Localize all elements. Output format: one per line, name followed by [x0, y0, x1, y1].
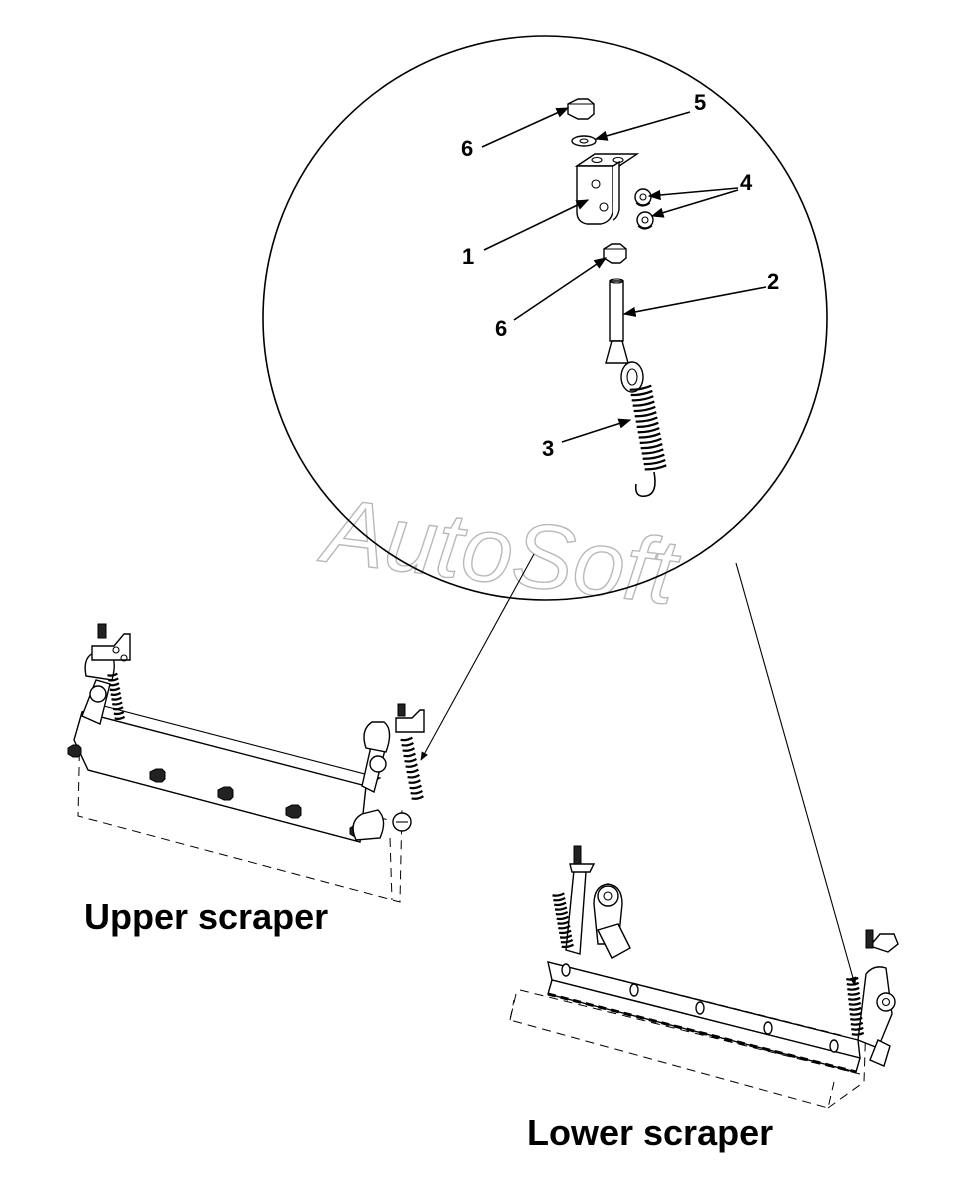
- spring-coil: [633, 405, 656, 413]
- callout-6-middle: 6: [495, 316, 507, 341]
- spring-coil: [560, 938, 574, 944]
- spring-coil: [638, 432, 661, 439]
- spring-coil: [849, 1011, 863, 1016]
- callout-2: 2: [767, 269, 779, 294]
- spring-coil: [554, 906, 568, 911]
- spring-coil: [635, 416, 658, 423]
- spring-coil: [407, 773, 420, 779]
- upper-scraper-assembly: [67, 623, 425, 903]
- spring-coil: [558, 929, 572, 935]
- spring-coil: [629, 384, 652, 391]
- spring-coil: [561, 943, 575, 949]
- bracket: [574, 153, 640, 225]
- nut-top: [567, 98, 595, 120]
- spring-coil: [400, 736, 413, 742]
- spring-coil: [405, 763, 418, 768]
- spring-coil: [558, 924, 571, 930]
- spring-hook: [634, 471, 656, 498]
- spring-coil: [552, 892, 565, 897]
- spring-coil: [636, 421, 659, 428]
- spring-coil: [559, 934, 573, 939]
- spring-coil: [555, 910, 569, 916]
- leader-to-lower: [735, 562, 857, 986]
- spring-coil: [553, 896, 566, 902]
- callout-5: 5: [694, 90, 706, 115]
- callout-1: 1: [462, 244, 474, 269]
- spring-coil: [111, 701, 123, 706]
- spring-coil: [553, 901, 567, 907]
- callout-3: 3: [542, 436, 554, 461]
- spring-coil: [404, 757, 417, 763]
- spring-coil: [411, 795, 424, 800]
- spring-coil: [109, 687, 121, 692]
- spring-coil: [851, 1031, 865, 1036]
- detail-circle: [262, 35, 828, 601]
- spring-coil: [849, 1016, 863, 1021]
- spring-coil: [639, 437, 662, 444]
- watermark-text: AutoSoft: [314, 479, 685, 624]
- callout-6-top: 6: [461, 136, 473, 161]
- spring-coil: [640, 443, 663, 450]
- spring-coil: [847, 991, 861, 996]
- upper-scraper-caption: Upper scraper: [84, 896, 328, 937]
- spring-coil: [557, 920, 570, 925]
- spring-coil: [556, 915, 570, 921]
- spring-coil: [631, 395, 654, 402]
- spring-coil: [113, 711, 125, 716]
- callouts: 6 5 4 1 2 6 3: [461, 90, 779, 461]
- spring-coil: [847, 996, 861, 1001]
- spring-coil: [848, 1001, 862, 1006]
- spring-coil: [642, 453, 665, 460]
- spring-coil: [107, 677, 119, 682]
- spring-coil: [110, 691, 122, 696]
- spring-coil: [410, 789, 423, 795]
- spring-coil: [846, 981, 860, 986]
- spring-coil: [643, 458, 666, 466]
- spring-coil: [107, 672, 118, 677]
- spring-coil: [637, 427, 660, 434]
- leader-to-upper: [420, 553, 535, 761]
- callout-4: 4: [740, 170, 753, 195]
- rod: [605, 278, 644, 393]
- spring-coil: [403, 752, 416, 758]
- spring-coil: [114, 715, 126, 720]
- spring-coil: [848, 1006, 862, 1011]
- spring-coil: [845, 976, 859, 981]
- spring: [629, 384, 667, 471]
- spring-coil: [634, 411, 657, 418]
- spring-coil: [630, 389, 653, 397]
- spring-coil: [641, 448, 664, 455]
- spring-coil: [409, 784, 422, 790]
- spring-coil: [406, 768, 419, 774]
- spring-coil: [401, 741, 414, 747]
- washer: [571, 135, 597, 147]
- lower-scraper-assembly: [509, 845, 899, 1109]
- bolt-pair: [634, 188, 654, 230]
- spring-coil: [111, 696, 122, 701]
- nut-middle: [603, 243, 627, 264]
- spring-coil: [850, 1026, 864, 1031]
- spring-coil: [402, 747, 415, 752]
- spring-coil: [408, 779, 421, 784]
- spring-coil: [846, 986, 860, 991]
- spring-coil: [850, 1021, 864, 1026]
- lower-scraper-caption: Lower scraper: [527, 1112, 773, 1153]
- spring-coil: [108, 682, 120, 687]
- detail-parts: [567, 98, 667, 498]
- spring-coil: [632, 400, 655, 407]
- spring-coil: [644, 464, 667, 471]
- spring-coil: [112, 706, 124, 711]
